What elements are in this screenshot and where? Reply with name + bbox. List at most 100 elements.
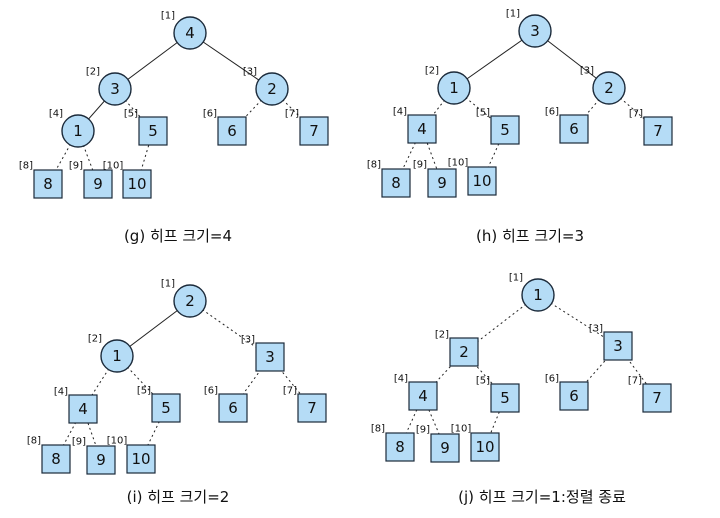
sorted-node-7 xyxy=(299,116,329,146)
node-value-7: 7 xyxy=(652,389,662,407)
node-value-2: 1 xyxy=(112,347,122,365)
sorted-node-7 xyxy=(643,116,673,146)
node-value-6: 6 xyxy=(569,387,579,405)
panel-caption-3: (i) 히프 크기=2 xyxy=(127,488,230,506)
index-label-6: [6] xyxy=(203,109,217,120)
sorted-node-7 xyxy=(297,393,327,423)
index-label-10: [10] xyxy=(448,158,469,169)
heap-node-4 xyxy=(61,114,95,148)
sorted-node-8 xyxy=(41,444,71,474)
sorted-node-9 xyxy=(83,169,113,199)
sorted-node-8 xyxy=(33,169,63,199)
node-value-9: 9 xyxy=(437,174,447,192)
sorted-node-4 xyxy=(408,381,438,411)
sorted-node-6 xyxy=(218,393,248,423)
index-label-10: [10] xyxy=(451,424,472,435)
sorted-node-10 xyxy=(467,166,497,196)
index-label-1: [1] xyxy=(509,273,523,284)
node-value-4: 4 xyxy=(78,400,88,418)
index-label-4: [4] xyxy=(394,374,408,385)
node-value-8: 8 xyxy=(395,438,405,456)
node-value-7: 7 xyxy=(309,122,319,140)
index-label-8: [8] xyxy=(371,424,385,435)
index-label-6: [6] xyxy=(545,374,559,385)
node-value-8: 8 xyxy=(391,174,401,192)
node-value-3: 2 xyxy=(267,80,277,98)
sorted-node-8 xyxy=(381,168,411,198)
heap-node-1 xyxy=(521,278,555,312)
index-label-7: [7] xyxy=(283,386,297,397)
index-label-4: [4] xyxy=(393,107,407,118)
node-value-9: 9 xyxy=(96,451,106,469)
index-label-5: [5] xyxy=(476,376,490,387)
index-label-6: [6] xyxy=(545,107,559,118)
index-label-4: [4] xyxy=(49,109,63,120)
node-value-6: 6 xyxy=(569,120,579,138)
index-label-3: [3] xyxy=(580,66,594,77)
index-label-1: [1] xyxy=(506,9,520,20)
index-label-2: [2] xyxy=(86,67,100,78)
index-label-3: [3] xyxy=(589,324,603,335)
index-label-9: [9] xyxy=(416,425,430,436)
index-label-8: [8] xyxy=(19,161,33,172)
index-label-8: [8] xyxy=(367,160,381,171)
heap-panel-3: 2[1]1[2]3[3]4[4]5[5]6[6]7[7]8[8]9[9]10[1… xyxy=(27,279,327,475)
heap-panel-1: 4[1]3[2]2[3]1[4]5[5]6[6]7[7]8[8]9[9]10[1… xyxy=(19,11,329,199)
node-value-2: 3 xyxy=(110,80,120,98)
sorted-node-9 xyxy=(427,168,457,198)
node-value-5: 5 xyxy=(161,399,171,417)
sorted-node-10 xyxy=(470,432,500,462)
node-value-3: 3 xyxy=(613,337,623,355)
index-label-5: [5] xyxy=(137,386,151,397)
sorted-node-10 xyxy=(126,444,156,474)
sorted-node-2 xyxy=(449,337,479,367)
node-value-10: 10 xyxy=(475,438,494,456)
node-value-4: 4 xyxy=(418,387,428,405)
heap-node-2 xyxy=(100,339,134,373)
index-label-10: [10] xyxy=(103,161,124,172)
node-value-2: 2 xyxy=(459,343,469,361)
sorted-node-4 xyxy=(407,114,437,144)
index-label-7: [7] xyxy=(628,376,642,387)
heap-node-2 xyxy=(437,71,471,105)
heap-node-2 xyxy=(98,72,132,106)
node-value-8: 8 xyxy=(51,450,61,468)
node-value-1: 4 xyxy=(185,24,195,42)
node-value-10: 10 xyxy=(472,172,491,190)
panel-caption-2: (h) 히프 크기=3 xyxy=(476,227,584,245)
index-label-6: [6] xyxy=(204,386,218,397)
tree-edge-2-4 xyxy=(421,87,455,130)
index-label-3: [3] xyxy=(243,67,257,78)
sorted-node-6 xyxy=(217,116,247,146)
heap-panel-4: 1[1]2[2]3[3]4[4]5[5]6[6]7[7]8[8]9[9]10[1… xyxy=(371,273,672,463)
node-value-10: 10 xyxy=(127,175,146,193)
panel-caption-1: (g) 히프 크기=4 xyxy=(124,227,232,245)
index-label-1: [1] xyxy=(161,11,175,22)
index-label-3: [3] xyxy=(241,335,255,346)
sorted-node-9 xyxy=(430,433,460,463)
node-value-6: 6 xyxy=(227,122,237,140)
heap-panel-2: 3[1]1[2]2[3]4[4]5[5]6[6]7[7]8[8]9[9]10[1… xyxy=(367,9,673,198)
node-value-9: 9 xyxy=(440,439,450,457)
node-value-9: 9 xyxy=(93,175,103,193)
node-value-2: 1 xyxy=(449,79,459,97)
node-value-10: 10 xyxy=(131,450,150,468)
node-value-7: 7 xyxy=(307,399,317,417)
sorted-node-9 xyxy=(86,445,116,475)
index-label-1: [1] xyxy=(161,279,175,290)
heap-node-3 xyxy=(255,72,289,106)
node-value-7: 7 xyxy=(653,122,663,140)
node-value-5: 5 xyxy=(500,121,510,139)
index-label-9: [9] xyxy=(72,437,86,448)
sorted-node-6 xyxy=(559,381,589,411)
index-label-2: [2] xyxy=(88,334,102,345)
node-value-3: 3 xyxy=(265,348,275,366)
sorted-node-5 xyxy=(151,393,181,423)
sorted-node-5 xyxy=(490,383,520,413)
index-label-7: [7] xyxy=(629,109,643,120)
sorted-node-6 xyxy=(559,114,589,144)
sorted-node-3 xyxy=(255,342,285,372)
index-label-2: [2] xyxy=(435,330,449,341)
index-label-4: [4] xyxy=(54,387,68,398)
node-value-5: 5 xyxy=(500,389,510,407)
